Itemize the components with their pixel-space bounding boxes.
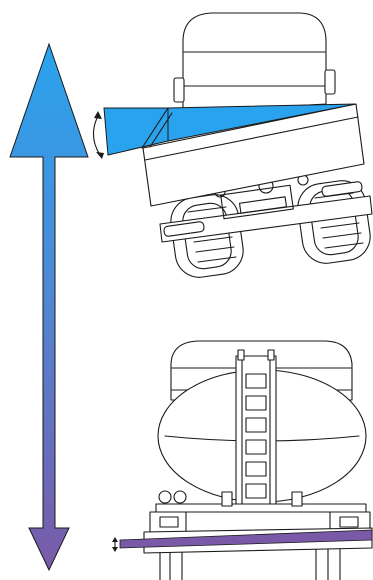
truck-cab	[173, 12, 336, 113]
curved-tilt-arrow-icon	[92, 111, 104, 159]
tanker-wheels	[159, 547, 341, 580]
small-tilt-arrow-icon	[112, 537, 118, 552]
rear-chassis	[159, 174, 373, 243]
dump-body	[142, 103, 365, 207]
tanker-rear-equipment	[149, 490, 371, 533]
double-arrow-icon	[9, 42, 89, 572]
tilt-highlight-wedge	[103, 103, 357, 156]
tank-ladder	[235, 349, 277, 507]
tanker-base-bar	[119, 527, 373, 554]
tanker-truck-rear-view	[112, 340, 373, 580]
dump-truck-rear-view	[92, 12, 373, 278]
